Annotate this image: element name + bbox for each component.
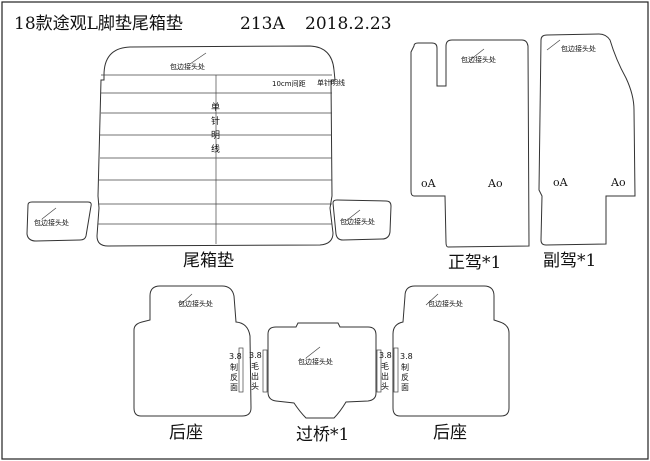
bridge-right-char-3: 头 (381, 381, 389, 391)
trunk-spacing-label: 10cm间距 (272, 80, 306, 88)
bridge-right-char-1: 毛 (381, 361, 389, 371)
rear-right-mat: 包边接头处 3.8 制 反 面 后座 (392, 285, 510, 443)
bridge-left-value: 3.8 (249, 351, 262, 360)
rear-left-tab-char-2: 反 (230, 372, 238, 382)
driver-edge-label: 包边接头处 (461, 55, 496, 64)
trunk-center-char-4: 线 (211, 143, 220, 155)
bridge-left-char-3: 头 (251, 381, 259, 391)
passenger-mat: 包边接头处 oA Ao 副驾*1 (538, 33, 636, 271)
sheet-title: 18款途观L脚垫尾箱垫 (14, 14, 183, 34)
trunk-center-char-3: 明 (211, 130, 220, 141)
passenger-hole-left: oA (553, 176, 569, 189)
bridge-mat: 包边接头处 3.8 毛 出 头 3.8 毛 出 头 过桥*1 (249, 322, 392, 445)
trunk-center-char-2: 针 (211, 115, 220, 127)
right-flap-edge-label: 包边接头处 (340, 217, 375, 226)
rear-left-tab-char-1: 制 (230, 362, 238, 372)
rear-left-mat-name: 后座 (169, 423, 203, 443)
trunk-center-char-1: 单 (211, 101, 220, 113)
trunk-edge-arrow (189, 52, 207, 65)
rear-right-edge-label: 包边接头处 (428, 299, 463, 308)
bridge-right-value: 3.8 (379, 351, 392, 360)
rear-right-tab-char-2: 反 (401, 372, 409, 382)
bridge-mat-outline (267, 322, 377, 419)
passenger-mat-name: 副驾*1 (543, 251, 596, 271)
driver-mat-name: 正驾*1 (448, 253, 501, 273)
driver-hole-right: Ao (487, 177, 503, 190)
trunk-right-flap: 包边接头处 (332, 199, 392, 241)
passenger-hole-right: Ao (610, 176, 626, 189)
rear-right-tab-char-1: 制 (401, 362, 409, 372)
rear-right-tab-char-3: 面 (401, 383, 409, 392)
rear-left-mat: 包边接头处 3.8 制 反 面 后座 (133, 285, 252, 443)
left-flap-edge-label: 包边接头处 (34, 218, 69, 227)
trunk-mat: 包边接头处 10cm间距 单针明线 单 针 明 线 尾箱垫 (96, 45, 345, 271)
trunk-mat-name: 尾箱垫 (183, 251, 234, 271)
driver-mat-outline (410, 39, 530, 248)
passenger-mat-outline (538, 33, 636, 246)
pattern-code: 213A (240, 14, 285, 34)
rear-left-edge-label: 包边接头处 (178, 299, 213, 308)
trunk-stitch-label: 单针明线 (317, 78, 345, 87)
bridge-edge-label: 包边接头处 (298, 357, 333, 366)
rear-right-tab-value: 3.8 (400, 352, 413, 361)
rear-left-tab-char-3: 面 (230, 383, 238, 392)
bridge-left-char-2: 出 (251, 371, 259, 381)
trunk-left-flap: 包边接头处 (26, 201, 92, 242)
pattern-date: 2018.2.23 (305, 14, 392, 34)
rear-right-mat-name: 后座 (433, 423, 467, 443)
trunk-edge-label: 包边接头处 (170, 62, 205, 71)
driver-mat: 包边接头处 oA Ao 正驾*1 (410, 39, 530, 273)
driver-hole-left: oA (421, 177, 437, 190)
rear-right-mat-outline (392, 285, 510, 417)
trunk-mat-outline (96, 45, 336, 247)
bridge-mat-name: 过桥*1 (296, 425, 349, 445)
bridge-left-char-1: 毛 (251, 361, 259, 371)
passenger-edge-label: 包边接头处 (561, 44, 596, 53)
rear-left-tab-value: 3.8 (229, 352, 242, 361)
bridge-right-char-2: 出 (381, 371, 389, 381)
rear-left-mat-outline (133, 285, 252, 417)
